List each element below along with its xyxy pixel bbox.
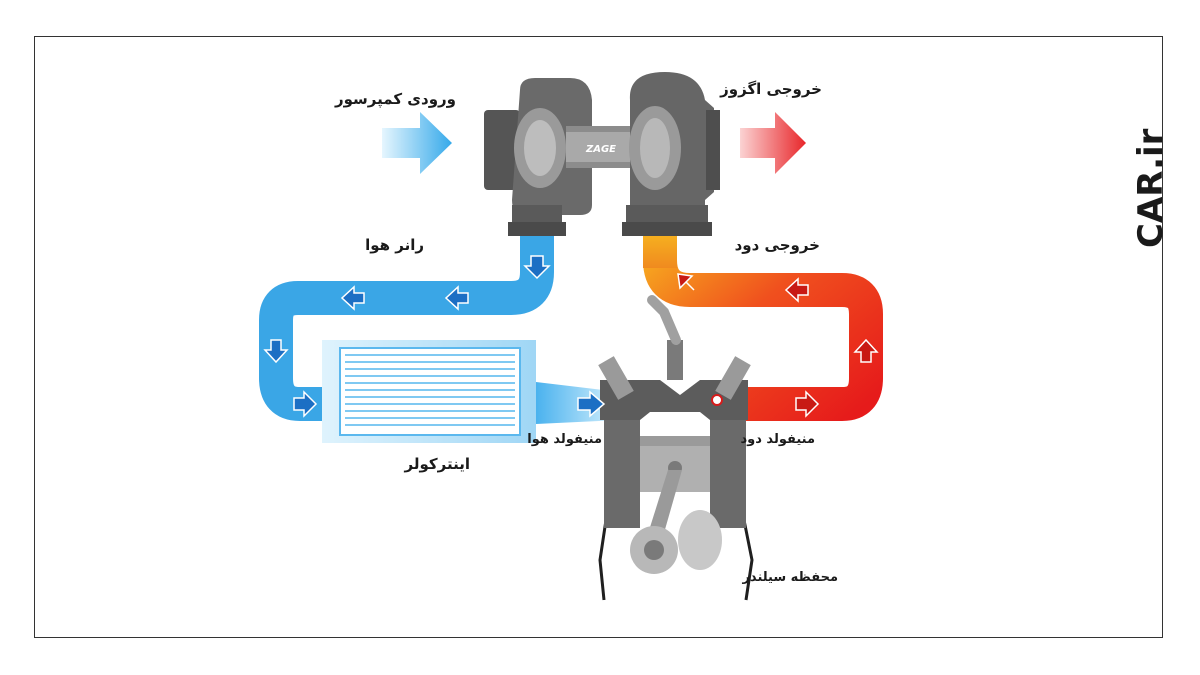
diagram-frame: [34, 36, 1163, 638]
label-compressor-inlet: ورودی کمپرسور: [335, 90, 456, 108]
hot-flow-arrows: [677, 273, 879, 418]
cold-air-runner-pipe: [259, 232, 554, 421]
flow-arrow-up-1: [853, 338, 879, 363]
label-exhaust-outlet: خروجی اگزوز: [720, 80, 822, 98]
turbo-brand-text: ZAGE: [585, 144, 616, 155]
exhaust-outlet-arrow: [740, 112, 806, 174]
car-ir-logo: CAR.ir: [1131, 128, 1171, 248]
flow-arrow-down-1: [523, 255, 551, 280]
turbocharger: ZAGE: [484, 72, 720, 236]
cold-flow-arrows: [263, 255, 606, 418]
flow-arrow-left-1: [444, 285, 469, 311]
intercooler-fins: [345, 354, 515, 426]
flow-arrow-right-1: [293, 390, 318, 418]
label-air-manifold: منیفولد هوا: [527, 432, 602, 447]
flow-arrow-up-left: [677, 273, 695, 291]
flow-arrow-right-2: [577, 390, 606, 418]
intercooler: [322, 340, 536, 443]
flow-arrow-left-2: [340, 285, 365, 311]
flow-arrow-left-3: [784, 277, 809, 303]
label-smoke-outlet: خروجی دود: [734, 236, 820, 254]
label-cylinder-housing: محفظه سیلندر: [742, 570, 838, 585]
label-air-runner: رانر هوا: [365, 236, 424, 254]
engine-block: [598, 295, 754, 601]
car-ir-logo-text: CAR.ir: [1131, 128, 1171, 248]
flow-arrow-right-3: [795, 390, 820, 418]
compressor-inlet-arrow: [382, 112, 452, 174]
label-exhaust-manifold: منیفولد دود: [740, 432, 815, 447]
label-intercooler: اینترکولر: [404, 455, 470, 473]
flow-arrow-down-2: [263, 339, 289, 364]
